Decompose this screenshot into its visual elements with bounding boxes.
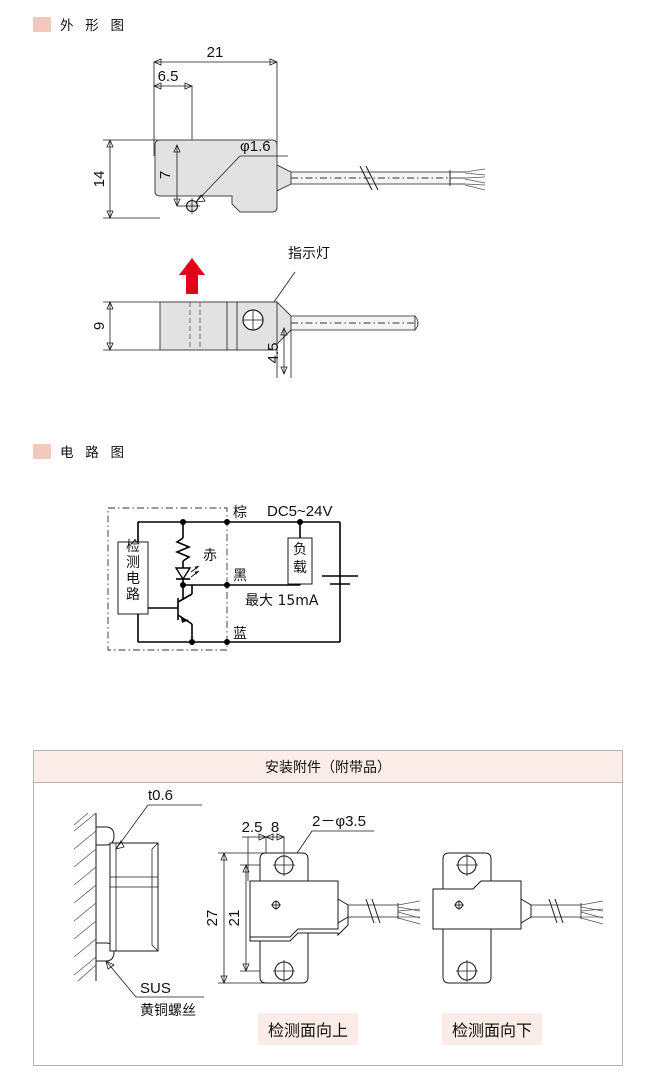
label-detection-circuit-3: 电: [126, 571, 140, 587]
dim-inner-8: 8: [271, 819, 279, 836]
label-detection-circuit-4: 路: [126, 587, 140, 603]
accessory-panel-title: 安装附件（附带品）: [34, 751, 622, 783]
bracket-side-view: t0.6 SUS 黄铜螺丝: [44, 787, 244, 1051]
dim-total-height-27: 27: [204, 910, 221, 927]
accessory-front-view-face-up: 2.5 8 2－φ3.5 27: [202, 791, 452, 1051]
section-marker-icon: [33, 443, 51, 459]
dim-hole-x-6point5: 6.5: [158, 68, 179, 85]
label-wire-brown: 棕: [233, 505, 247, 521]
label-hole-diameter: φ1.6: [240, 138, 271, 155]
circuit-diagram: 检 测 电 路 赤: [0, 490, 655, 675]
section-title-circuit: 电 路 图: [60, 445, 129, 460]
label-material-brass-screw: 黄铜螺丝: [140, 1002, 196, 1019]
section-title-outline: 外 形 图: [60, 18, 129, 33]
dim-side-height-9: 9: [91, 322, 108, 330]
outline-side-view-drawing: 指示灯 9 4.5: [0, 236, 655, 386]
label-thickness-t0point6: t0.6: [148, 787, 173, 804]
outline-top-view-drawing: 21 6.5 14: [0, 38, 655, 238]
dim-height-14: 14: [91, 171, 108, 188]
label-load-2: 载: [293, 560, 307, 576]
dim-edge-2point5: 2.5: [242, 819, 263, 836]
section-header-outline: 外 形 图: [33, 14, 128, 34]
label-material-sus: SUS: [140, 980, 171, 997]
label-led-red: 赤: [203, 548, 217, 564]
section-header-circuit: 电 路 图: [33, 441, 128, 461]
accessory-panel: 安装附件（附带品）: [33, 750, 623, 1066]
label-detection-circuit-2: 测: [126, 555, 140, 571]
label-indicator-light: 指示灯: [288, 246, 330, 262]
label-detection-circuit-1: 检: [126, 539, 140, 555]
caption-face-up: 检测面向上: [258, 1013, 359, 1045]
section-marker-icon: [33, 16, 51, 32]
label-mounting-holes: 2－φ3.5: [312, 813, 366, 830]
label-wire-black: 黑: [233, 568, 247, 584]
accessory-panel-body: t0.6 SUS 黄铜螺丝 2.5: [34, 783, 622, 1066]
label-wire-blue: 蓝: [233, 626, 247, 642]
label-supply-voltage: DC5~24V: [267, 503, 332, 520]
label-max-current: 最大 15mA: [245, 593, 319, 609]
detection-direction-arrow-icon: [179, 258, 205, 294]
accessory-front-view-face-down: 检测面向下: [432, 791, 632, 1051]
dim-hole-pitch-21: 21: [226, 910, 243, 927]
dim-width-21: 21: [207, 44, 224, 61]
caption-face-down: 检测面向下: [442, 1013, 543, 1045]
dim-cable-offset-4point5: 4.5: [265, 343, 282, 364]
dim-hole-y-7: 7: [157, 171, 174, 179]
label-load-1: 负: [293, 542, 307, 558]
